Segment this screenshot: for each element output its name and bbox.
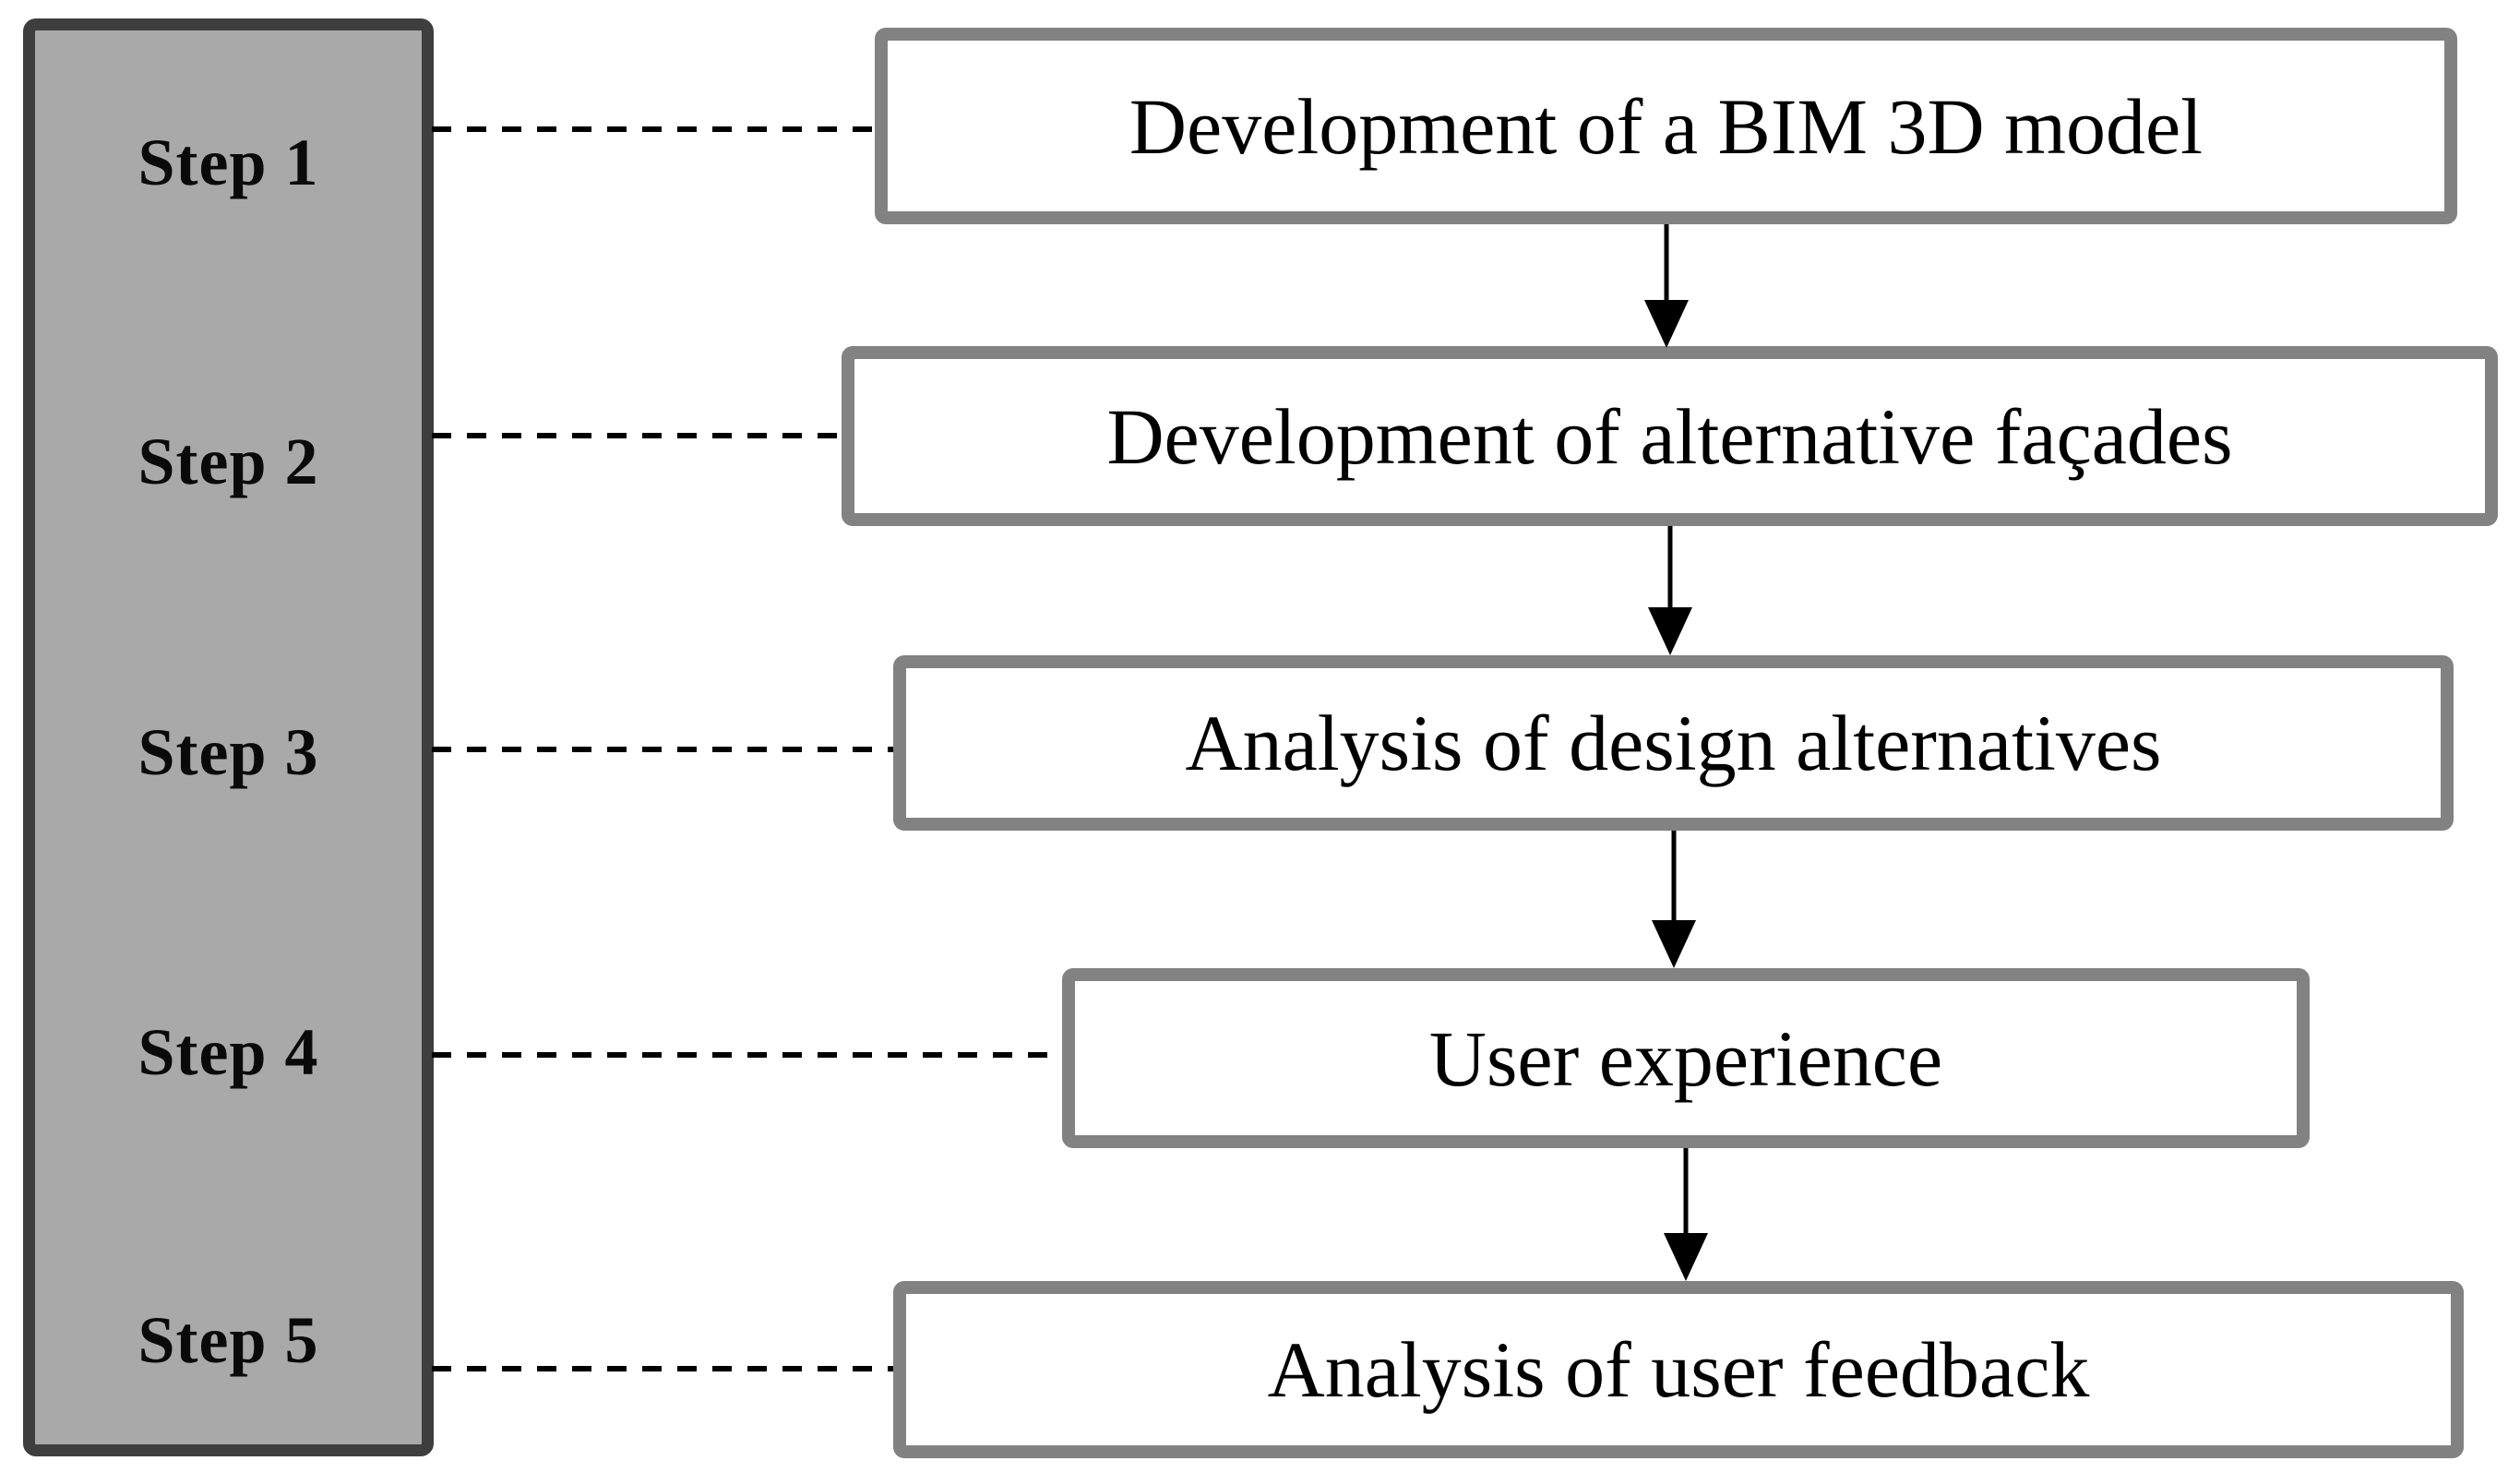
connector-step1-box1 bbox=[432, 126, 875, 132]
connector-step2-box2 bbox=[432, 433, 842, 438]
flow-box-design-alternatives: Analysis of design alternatives bbox=[893, 655, 2454, 831]
flow-box-label: Analysis of design alternatives bbox=[1185, 699, 2162, 787]
connector-step3-box3 bbox=[432, 747, 893, 752]
flow-box-user-experience: User experience bbox=[1062, 968, 2310, 1148]
arrow-shaft bbox=[1671, 831, 1677, 922]
down-arrow-icon bbox=[1652, 831, 1696, 968]
flow-box-label: Development of a BIM 3D model bbox=[1129, 81, 2204, 171]
flow-box-label: Development of alternative façades bbox=[1106, 391, 2233, 481]
step-label-1: Step 1 bbox=[137, 126, 319, 199]
flow-box-label: User experience bbox=[1428, 1013, 1943, 1103]
down-arrow-icon bbox=[1644, 224, 1689, 348]
arrow-head-icon bbox=[1644, 300, 1689, 348]
step-label-4: Step 4 bbox=[137, 1015, 319, 1089]
step-label-3: Step 3 bbox=[137, 715, 319, 789]
step-rail bbox=[23, 18, 434, 1456]
arrow-shaft bbox=[1683, 1148, 1689, 1235]
step-label-2: Step 2 bbox=[137, 425, 319, 498]
connector-step5-box5 bbox=[432, 1366, 893, 1371]
step-label-5: Step 5 bbox=[137, 1303, 319, 1377]
arrow-head-icon bbox=[1652, 920, 1696, 968]
connector-step4-box4 bbox=[432, 1052, 1062, 1058]
down-arrow-icon bbox=[1664, 1148, 1708, 1281]
arrow-shaft bbox=[1667, 526, 1673, 609]
down-arrow-icon bbox=[1648, 526, 1692, 655]
arrow-head-icon bbox=[1648, 607, 1692, 655]
arrow-head-icon bbox=[1664, 1233, 1708, 1281]
flow-box-user-feedback: Analysis of user feedback bbox=[893, 1281, 2464, 1458]
flow-box-alternative-facades: Development of alternative façades bbox=[842, 346, 2498, 526]
flow-box-bim-model: Development of a BIM 3D model bbox=[875, 28, 2457, 224]
arrow-shaft bbox=[1664, 224, 1669, 302]
flow-box-label: Analysis of user feedback bbox=[1267, 1325, 2090, 1414]
